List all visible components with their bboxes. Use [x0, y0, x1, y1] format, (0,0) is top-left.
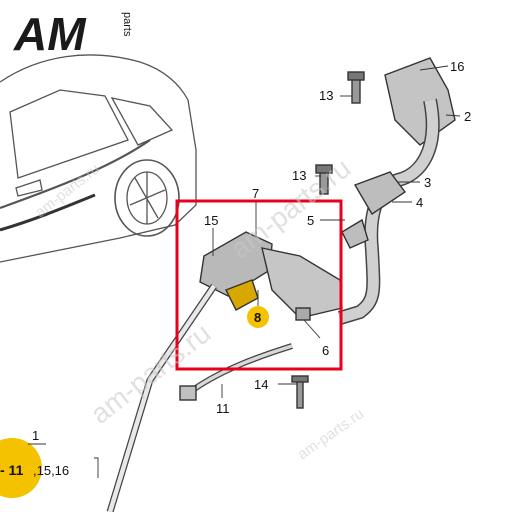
callout-4: 4 — [416, 195, 423, 210]
highlight-box — [175, 199, 343, 371]
callout-7: 7 — [252, 186, 259, 201]
reference-label: 1 — [32, 428, 39, 443]
watermark-3: am-parts.ru — [85, 317, 217, 430]
am-parts-logo: AM parts — [13, 8, 133, 60]
callout-11: 11 — [216, 401, 230, 416]
reference-range-rest: ,15,16 — [33, 463, 69, 478]
callout-15: 15 — [204, 213, 218, 228]
leader-lines — [212, 65, 461, 398]
watermark-2: am-parts.ru — [225, 152, 357, 265]
callout-13a: 13 — [319, 88, 333, 103]
reference-group: 1 - 11 ,15,16 — [0, 428, 99, 498]
callout-3: 3 — [424, 175, 431, 190]
callout-labels: 16 13 2 13 3 7 4 15 5 8 6 14 11 — [204, 59, 471, 416]
callout-6: 6 — [322, 343, 329, 358]
reference-badge — [0, 438, 42, 498]
callout-16: 16 — [450, 59, 464, 74]
callout-5: 5 — [307, 213, 314, 228]
callout-2: 2 — [464, 109, 471, 124]
watermark-4: am-parts.ru — [295, 405, 368, 463]
logo-sub: parts — [121, 12, 133, 37]
car-illustration — [0, 54, 197, 263]
callout-14: 14 — [254, 377, 268, 392]
cable-harness — [106, 57, 456, 512]
callout-13b: 13 — [292, 168, 306, 183]
callout-8-badge — [247, 306, 269, 328]
reference-range-start: - 11 — [0, 462, 24, 478]
callout-8: 8 — [254, 310, 261, 325]
logo-main: AM — [13, 8, 87, 60]
